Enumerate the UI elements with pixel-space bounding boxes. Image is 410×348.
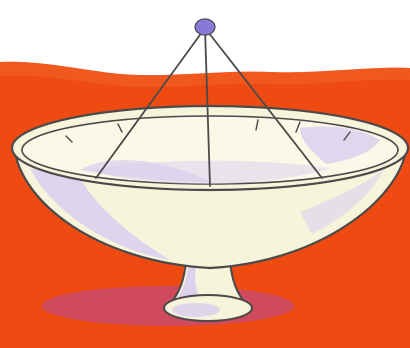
pedestal-foot-shade bbox=[172, 303, 220, 317]
feed-knob-icon bbox=[195, 19, 215, 35]
